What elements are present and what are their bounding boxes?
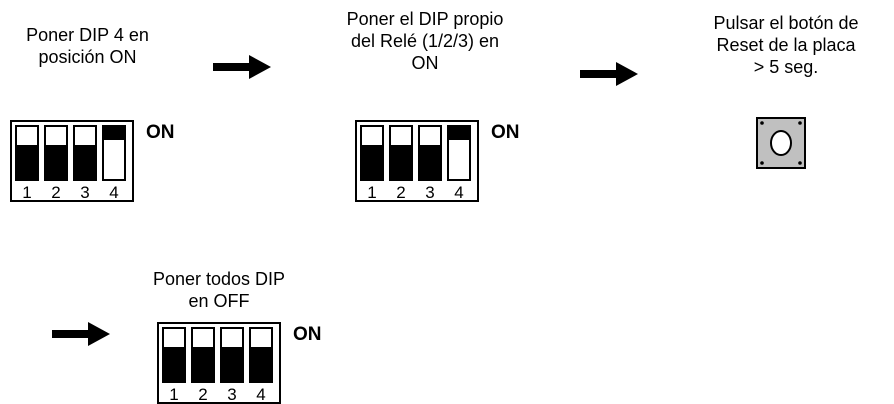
dip-number: 1 [169, 385, 179, 404]
dip-switch-3 [418, 125, 442, 181]
dip-number: 2 [51, 183, 61, 202]
dip-switch-1 [162, 327, 186, 383]
dip-number: 3 [80, 183, 90, 202]
right-arrow-icon [52, 322, 110, 346]
step3-caption: Pulsar el botón de Reset de la placa > 5… [678, 12, 894, 78]
dip-switch-1 [360, 125, 384, 181]
step1-caption: Poner DIP 4 en posición ON [0, 24, 175, 68]
dip-switch-2 [44, 125, 68, 181]
right-arrow-icon [213, 55, 271, 79]
dip-switch-4 [447, 125, 471, 181]
dip-switch-2 [191, 327, 215, 383]
dip-switch-4 [102, 125, 126, 181]
dip-number: 2 [198, 385, 208, 404]
dip-number: 4 [256, 385, 266, 404]
caption-line: Poner DIP 4 en [26, 25, 149, 45]
caption-line: > 5 seg. [753, 57, 819, 77]
on-label: ON [491, 122, 520, 143]
dip-number: 1 [22, 183, 32, 202]
caption-line: Poner todos DIP [152, 269, 286, 289]
caption-line: ON [411, 53, 439, 73]
step4-caption: Poner todos DIP en OFF [124, 268, 314, 312]
step2-caption: Poner el DIP propio del Relé (1/2/3) en … [312, 8, 538, 74]
caption-line: posición ON [38, 47, 137, 67]
dip-switch-3 [220, 327, 244, 383]
right-arrow-icon [580, 62, 638, 86]
dip-switch-1 [15, 125, 39, 181]
on-label: ON [146, 122, 175, 143]
dip-switch-block: 1 2 3 4 ON [157, 322, 322, 404]
caption-line: Poner el DIP propio [346, 9, 504, 29]
caption-line: Pulsar el botón de [713, 13, 859, 33]
dip-number: 1 [367, 183, 377, 202]
caption-line: del Relé (1/2/3) en [350, 31, 500, 51]
on-label: ON [293, 324, 322, 345]
reset-button-icon [756, 117, 806, 169]
dip-switch-2 [389, 125, 413, 181]
dip-number: 4 [454, 183, 464, 202]
caption-line: Reset de la placa [716, 35, 856, 55]
dip-number: 3 [425, 183, 435, 202]
dip-switch-block: 1 2 3 4 ON [10, 120, 175, 202]
dip-number: 4 [109, 183, 119, 202]
dip-switch-block: 1 2 3 4 ON [355, 120, 520, 202]
dip-switch-3 [73, 125, 97, 181]
dip-number: 2 [396, 183, 406, 202]
dip-number: 3 [227, 385, 237, 404]
caption-line: en OFF [188, 291, 250, 311]
dip-switch-4 [249, 327, 273, 383]
